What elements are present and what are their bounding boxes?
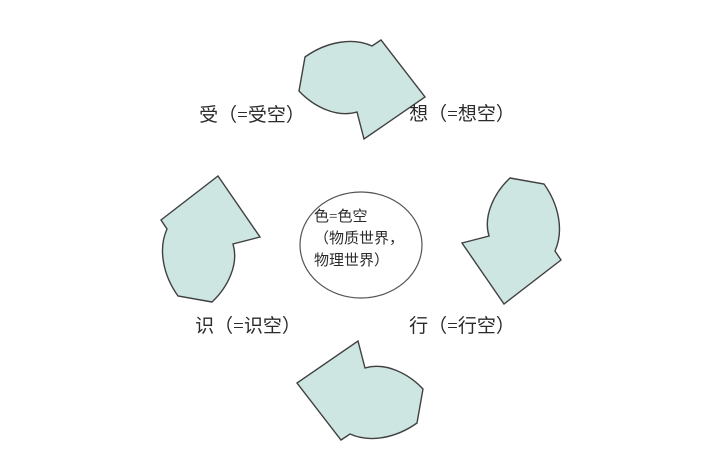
- center-text-line-1: 色=色空: [314, 209, 368, 225]
- curved-arrow-right-icon: [298, 39, 426, 140]
- node-label-shou: 受（=受空）: [199, 105, 305, 126]
- curved-arrow-down-icon: [461, 177, 562, 305]
- center-text-line-2: （物质世界，: [314, 231, 405, 247]
- node-label-xiang: 想（=想空）: [409, 104, 515, 125]
- curved-arrow-left-icon: [296, 340, 424, 441]
- center-circle: [299, 191, 423, 299]
- center-text-line-3: 物理世界）: [314, 253, 390, 269]
- node-label-shi: 识（=识空）: [195, 316, 301, 337]
- node-label-xing: 行（=行空）: [409, 316, 515, 337]
- curved-arrow-up-icon: [160, 175, 261, 303]
- center-circle-text: 色=色空 （物质世界， 物理世界）: [314, 206, 426, 272]
